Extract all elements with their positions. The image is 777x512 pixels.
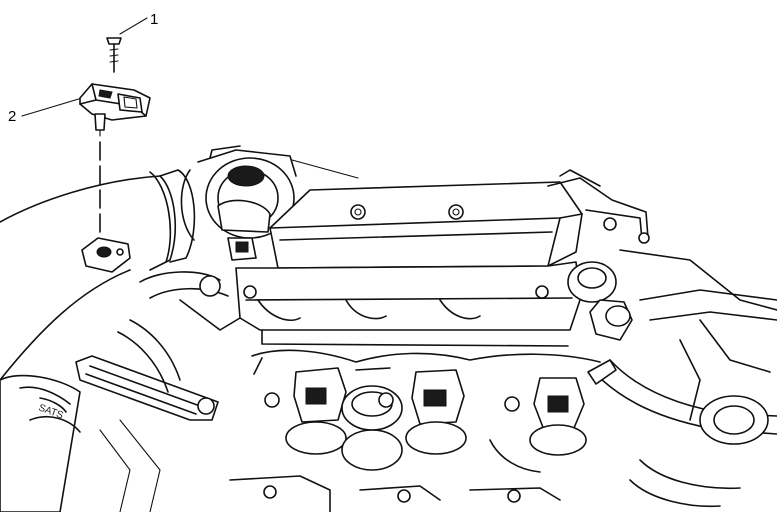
right-valve	[547, 169, 650, 341]
bolt-part	[106, 37, 122, 73]
sensor-mount	[81, 237, 131, 273]
wiring-bracket	[75, 355, 219, 512]
cylinder-head	[235, 261, 581, 347]
reference-line	[291, 159, 359, 179]
callout-1-label: 1	[150, 11, 158, 28]
callout-2-label: 2	[8, 108, 16, 125]
callout-1: 1	[119, 11, 158, 35]
lower-details	[229, 439, 561, 512]
coil-3	[529, 377, 587, 456]
sensor-part	[79, 83, 151, 137]
intake-tube: SATS	[0, 169, 196, 512]
callout-2: 2	[8, 97, 83, 125]
callout-1-leader	[119, 17, 148, 35]
ignition-coils	[251, 349, 601, 471]
throttle-body	[180, 145, 297, 261]
coil-2	[405, 369, 467, 455]
callout-2-leader	[21, 97, 83, 117]
right-hoses	[587, 249, 777, 508]
coil-center	[341, 367, 403, 471]
left-lines	[117, 271, 241, 393]
coil-1	[285, 367, 347, 455]
